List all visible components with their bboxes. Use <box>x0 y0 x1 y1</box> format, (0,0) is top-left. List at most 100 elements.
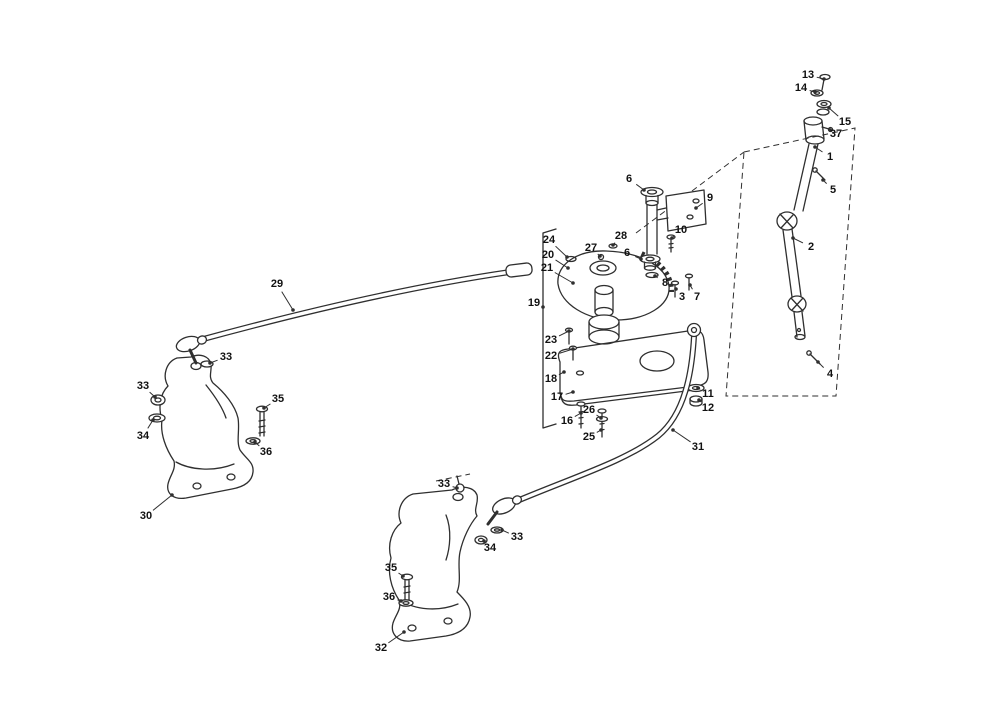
knuckle-32 <box>388 473 479 642</box>
part-label-29: 29 <box>271 278 283 290</box>
knuckle-30 <box>159 354 254 500</box>
leader-dot-33 <box>153 395 157 399</box>
leader-dot-18 <box>562 370 566 374</box>
part-label-10: 10 <box>675 224 687 236</box>
ball-stud <box>486 510 499 526</box>
part-label-36: 36 <box>383 591 395 603</box>
leader-dot-36 <box>253 440 257 444</box>
dashed-plane-outline <box>725 127 856 397</box>
part-label-33: 33 <box>220 351 232 363</box>
part-label-35: 35 <box>272 393 284 405</box>
part-label-18: 18 <box>545 373 557 385</box>
part-label-33: 33 <box>511 531 523 543</box>
knuckle-30-foot-hole <box>226 473 236 481</box>
ball-stud-33-pin <box>456 475 460 485</box>
pin-5 <box>812 167 826 181</box>
cam-plate-hub-hole-inner <box>596 264 610 272</box>
bolt-3 <box>670 280 680 298</box>
plate-17-edge <box>560 389 695 406</box>
leader-dot-22 <box>571 347 575 351</box>
mounting-plate-18 <box>557 329 709 406</box>
clamp-lug <box>821 126 830 130</box>
leader-line-15 <box>828 107 839 117</box>
leader-line-32 <box>388 631 405 644</box>
pivot-shaft <box>646 204 658 255</box>
jam-nut <box>511 495 523 505</box>
leader-dot-3 <box>674 287 678 291</box>
leader-dot-37 <box>828 128 832 132</box>
tie-rod-29-tube <box>193 269 513 344</box>
leader-dot-12 <box>697 398 701 402</box>
leader-line-20 <box>555 259 569 269</box>
bracket-9 <box>656 189 707 232</box>
assembly-bracket-line-19 <box>542 228 557 429</box>
lower-shaft-stub <box>793 311 806 341</box>
leader-dot-26 <box>599 416 603 420</box>
leader-line-24 <box>555 245 568 258</box>
intermediate-shaft-2 <box>782 228 802 298</box>
tie-rod-29 <box>175 262 533 365</box>
leader-dot-25 <box>599 428 603 432</box>
part-label-28: 28 <box>615 230 627 242</box>
leader-dot-5 <box>821 178 825 182</box>
part-label-34: 34 <box>137 430 150 442</box>
leader-dot-32 <box>402 630 406 634</box>
part-label-36: 36 <box>260 446 272 458</box>
washers-15 <box>816 99 832 116</box>
leader-dot-11 <box>696 386 700 390</box>
knuckle-32-ball-hole <box>452 492 464 502</box>
leader-line-31 <box>672 429 691 443</box>
leader-dot-1 <box>813 145 817 149</box>
part-label-33: 33 <box>137 380 149 392</box>
knuckle-32-ridge-line <box>445 514 451 561</box>
part-label-13: 13 <box>802 69 814 81</box>
ball-stud <box>188 348 198 365</box>
bolt-35 <box>255 405 269 437</box>
part-label-2: 2 <box>808 241 814 253</box>
leader-dot-31 <box>671 428 675 432</box>
leader-line-21 <box>554 272 574 284</box>
leader-dot-33 <box>500 528 504 532</box>
knuckle-30-ridge-line <box>205 384 227 419</box>
leader-line-23 <box>558 330 570 337</box>
shaft-1-with-clamp-37 <box>793 116 834 212</box>
jam-nut <box>196 335 208 345</box>
part-label-16: 16 <box>561 415 573 427</box>
bushing-6-upper <box>640 186 664 207</box>
hub-stack <box>588 284 620 345</box>
part-label-22: 22 <box>545 350 557 362</box>
leader-dot-8 <box>653 274 657 278</box>
part-label-9: 9 <box>707 192 713 204</box>
part-label-25: 25 <box>583 431 595 443</box>
leader-dot-23 <box>567 329 571 333</box>
knuckle-30-foot-line <box>175 461 235 470</box>
bolt-27 <box>597 253 605 261</box>
leader-dot-9 <box>694 206 698 210</box>
part-label-19: 19 <box>528 297 540 309</box>
part-label-11: 11 <box>702 388 714 400</box>
part-label-15: 15 <box>839 116 851 128</box>
steering-gear-assembly <box>542 186 709 438</box>
part-label-14: 14 <box>795 82 808 94</box>
leader-dot-17 <box>571 390 575 394</box>
leader-dot-15 <box>827 106 831 110</box>
leader-dot-35 <box>401 574 405 578</box>
steering-column <box>776 73 834 365</box>
washer-33 <box>490 526 504 534</box>
leader-dot-27 <box>598 254 602 258</box>
plate-18-small-hole <box>575 370 585 376</box>
part-label-7: 7 <box>694 291 700 303</box>
part-label-37: 37 <box>830 128 842 140</box>
leader-line-2 <box>792 237 804 244</box>
leader-dot-19 <box>541 305 545 309</box>
leader-line-30 <box>152 494 173 511</box>
tie-rod-31 <box>486 322 702 526</box>
leader-dot-6 <box>639 257 643 261</box>
cam-plate-hub-hole <box>589 260 617 276</box>
knuckle-30-foot-hole <box>192 482 202 490</box>
leader-dot-35 <box>262 406 266 410</box>
rod-31-ball-end-top <box>686 322 702 338</box>
sector-gear-teeth <box>639 251 674 293</box>
